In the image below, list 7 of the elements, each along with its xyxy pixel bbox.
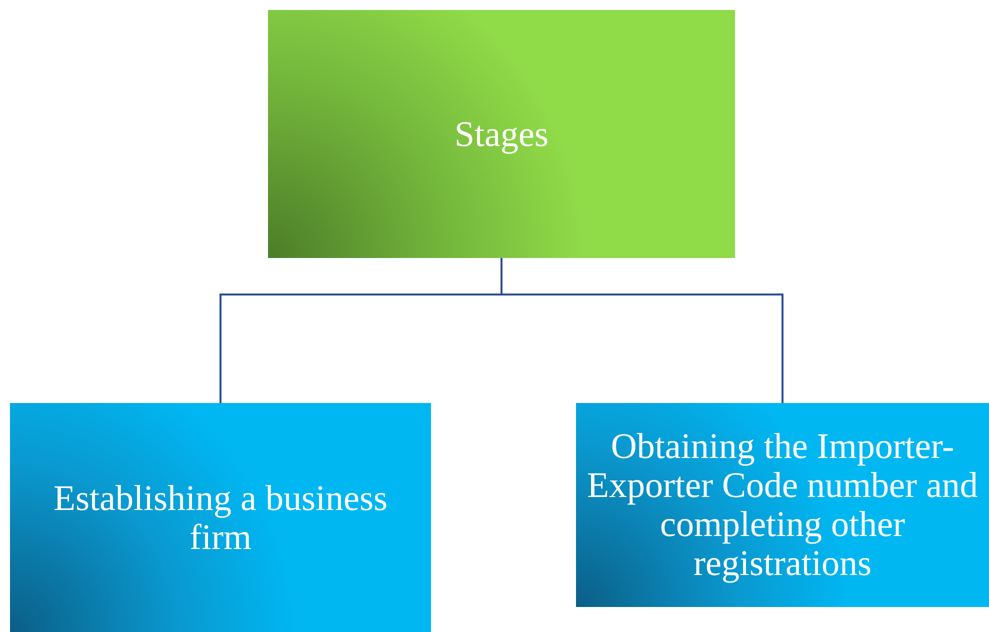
box-text: Establishing a business firm: [52, 478, 388, 556]
box-text: Stages: [454, 114, 548, 154]
connector-line: [500, 258, 784, 403]
stage-box: [10, 403, 431, 632]
stage-box: [268, 10, 735, 258]
box-text: Obtaining the Importer-Exporter Code number and completing other registrations: [586, 427, 979, 583]
stage-box: [576, 403, 989, 607]
